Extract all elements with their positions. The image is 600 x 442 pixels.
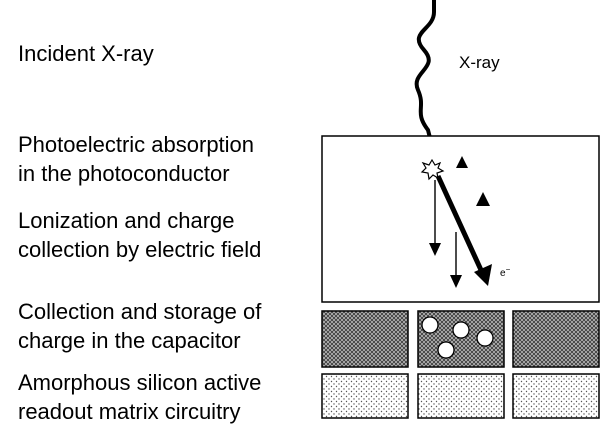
- hole-marker-upper: [456, 156, 468, 168]
- electron-arrowhead: [474, 264, 492, 286]
- stored-charge-4: [437, 341, 455, 359]
- absorption-burst-icon: [420, 158, 445, 181]
- capacitor-pixel-right: [512, 310, 600, 368]
- readout-pixel-right: [512, 373, 600, 419]
- stored-charge-2: [452, 321, 470, 339]
- readout-pixel-center: [417, 373, 505, 419]
- label-readout-circuitry: Amorphous silicon active readout matrix …: [18, 370, 262, 424]
- label-ionization-charge-collection: Lonization and charge collection by elec…: [18, 208, 262, 262]
- field-arrowhead-left: [429, 243, 441, 256]
- label-incident-xray: Incident X-ray: [18, 41, 154, 66]
- label-photoelectric-absorption: Photoelectric absorption in the photocon…: [18, 132, 255, 186]
- stored-charge-1: [421, 316, 439, 334]
- capacitor-pixel-left: [321, 310, 409, 368]
- xray-label: X-ray: [459, 53, 500, 72]
- electron-label: e−: [500, 265, 511, 279]
- label-capacitor-storage: Collection and storage of charge in the …: [18, 299, 262, 353]
- xray-wave: [414, 0, 436, 140]
- hole-marker-lower: [476, 192, 490, 206]
- electron-label-text: e: [500, 268, 506, 279]
- field-arrowhead-right: [450, 275, 462, 288]
- stored-charge-3: [476, 329, 494, 347]
- electron-track: [435, 174, 484, 272]
- readout-pixel-left: [321, 373, 409, 419]
- electron-label-sup: −: [506, 265, 511, 274]
